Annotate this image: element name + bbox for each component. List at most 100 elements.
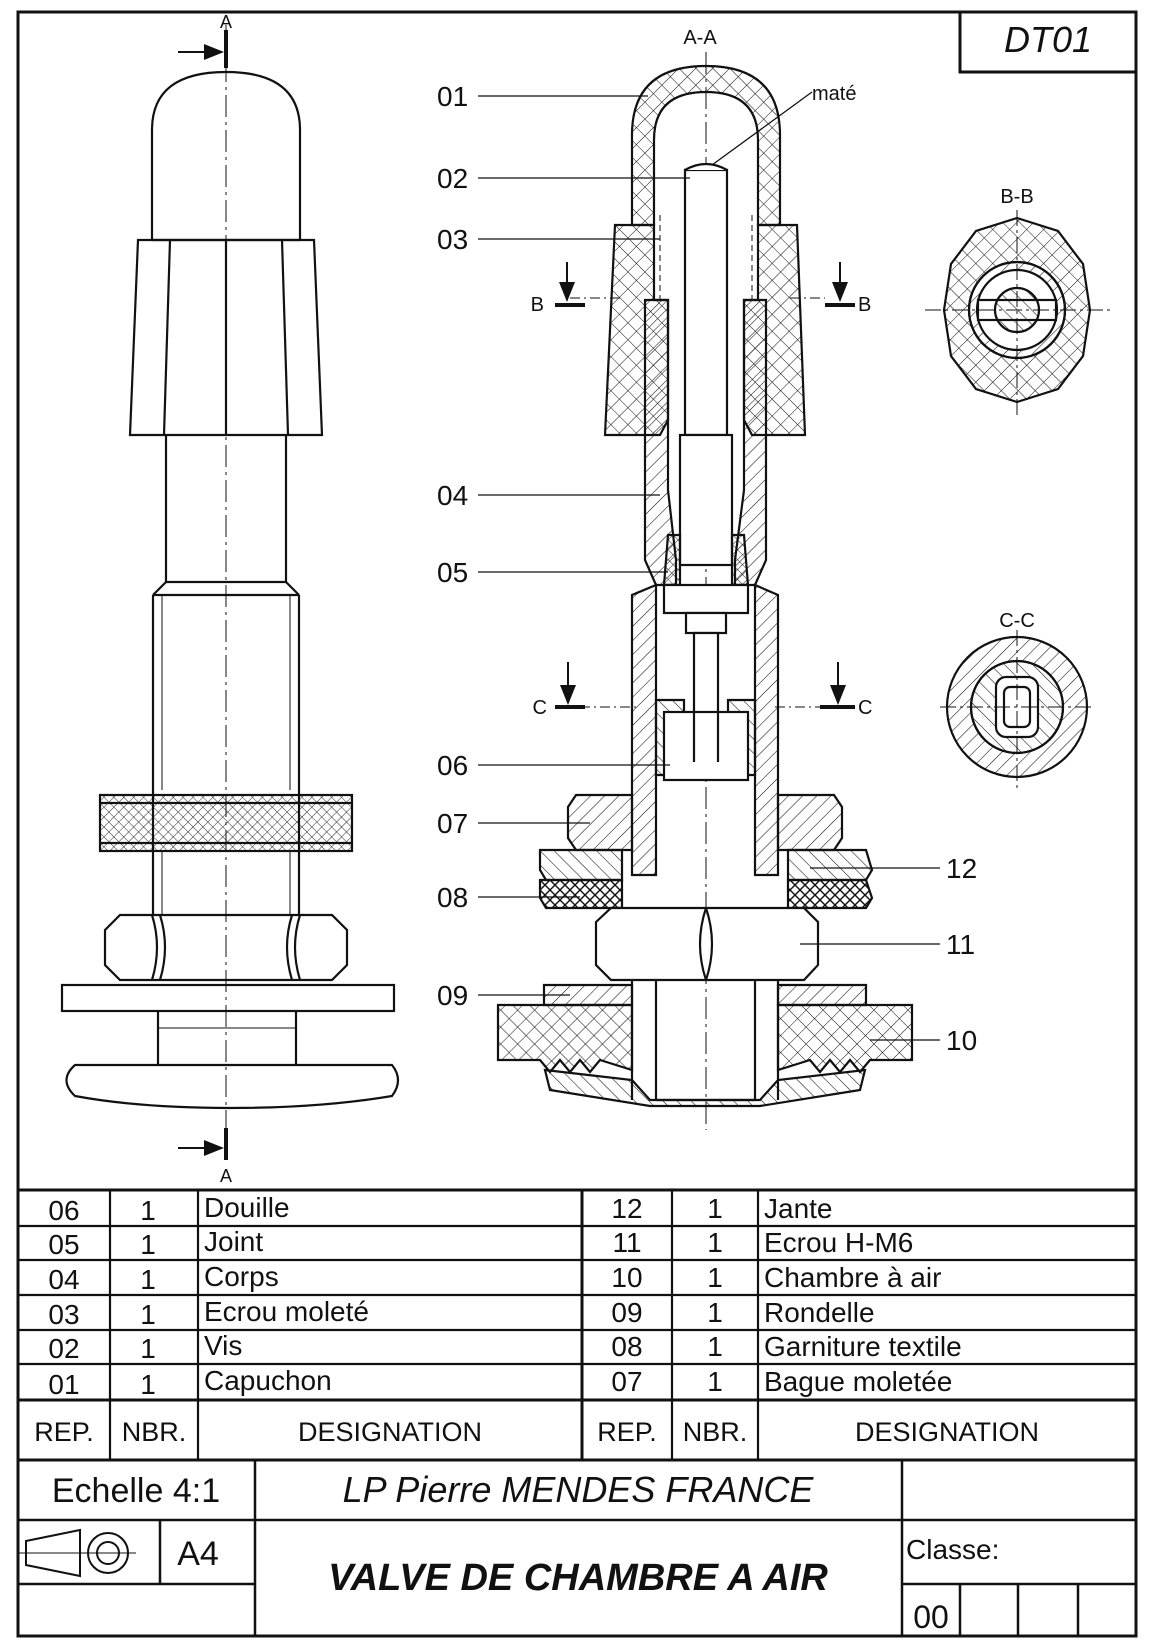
header-designation-right: DESIGNATION bbox=[855, 1417, 1039, 1447]
header-rep-left: REP. bbox=[34, 1417, 94, 1447]
callout-11: 11 bbox=[946, 929, 975, 960]
callout-02: 02 bbox=[437, 163, 468, 194]
part-nbr: 1 bbox=[140, 1299, 156, 1330]
callouts-right: 12 11 10 bbox=[946, 853, 977, 1056]
callout-07: 07 bbox=[437, 808, 468, 839]
header-designation-left: DESIGNATION bbox=[298, 1417, 482, 1447]
parts-list-header: REP. NBR. DESIGNATION REP. NBR. DESIGNAT… bbox=[34, 1417, 1039, 1447]
part-rep: 06 bbox=[48, 1195, 79, 1226]
header-nbr-right: NBR. bbox=[683, 1417, 748, 1447]
section-marker-a-bottom: A bbox=[178, 1128, 232, 1186]
part-nbr: 1 bbox=[707, 1193, 723, 1224]
part-rep: 11 bbox=[612, 1227, 641, 1258]
part-designation: Vis bbox=[204, 1330, 242, 1361]
part-tube-left bbox=[496, 1003, 634, 1074]
part-designation: Garniture textile bbox=[764, 1331, 962, 1362]
section-a-top-label: A bbox=[220, 12, 232, 32]
callout-06: 06 bbox=[437, 750, 468, 781]
part-designation: Rondelle bbox=[764, 1297, 875, 1328]
part-nbr: 1 bbox=[707, 1297, 723, 1328]
part-rim-right bbox=[786, 848, 874, 882]
callout-09: 09 bbox=[437, 980, 468, 1011]
section-b-left-label: B bbox=[531, 294, 544, 316]
part-screw bbox=[683, 168, 729, 437]
section-a-bottom-label: A bbox=[220, 1166, 232, 1186]
section-c-right-label: C bbox=[858, 697, 872, 719]
sheet-id-box: DT01 bbox=[958, 10, 1138, 74]
part-nbr: 1 bbox=[707, 1262, 723, 1293]
callout-04: 04 bbox=[437, 480, 468, 511]
section-marker-b bbox=[555, 262, 855, 307]
section-marker-c bbox=[555, 662, 855, 709]
part-nbr: 1 bbox=[140, 1264, 156, 1295]
part-designation: Jante bbox=[764, 1193, 833, 1224]
format-label: A4 bbox=[177, 1535, 219, 1573]
mate-annotation: maté bbox=[711, 83, 856, 166]
title-block bbox=[18, 1460, 1136, 1636]
part-cap bbox=[630, 64, 782, 227]
section-b-right-label: B bbox=[858, 294, 871, 316]
scale-label: Echelle 4:1 bbox=[52, 1472, 220, 1510]
part-tube-right bbox=[776, 1003, 914, 1074]
sheet-border bbox=[16, 10, 1138, 1638]
part-nbr: 1 bbox=[140, 1229, 156, 1260]
part-rep: 07 bbox=[611, 1366, 642, 1397]
parts-list-right-rows: 12 1 Jante 11 1 Ecrou H-M6 10 1 Chambre … bbox=[611, 1193, 961, 1397]
callout-12: 12 bbox=[946, 853, 977, 884]
part-nbr: 1 bbox=[707, 1227, 723, 1258]
part-textile-left bbox=[538, 878, 624, 910]
callouts-left: 01 02 03 04 05 06 07 08 09 bbox=[437, 81, 468, 1011]
part-designation: Douille bbox=[204, 1192, 290, 1223]
part-rep: 05 bbox=[48, 1229, 79, 1260]
class-label: Classe: bbox=[906, 1534, 999, 1565]
part-designation: Joint bbox=[204, 1226, 263, 1257]
header-rep-right: REP. bbox=[597, 1417, 657, 1447]
part-rep: 09 bbox=[611, 1297, 642, 1328]
callout-leaders bbox=[478, 95, 940, 1041]
part-designation: Chambre à air bbox=[764, 1262, 941, 1293]
part-rep: 02 bbox=[48, 1333, 79, 1364]
part-designation: Corps bbox=[204, 1261, 279, 1292]
section-view-a-a: A-A bbox=[496, 27, 914, 1130]
callout-10: 10 bbox=[946, 1025, 977, 1056]
number-label: 00 bbox=[913, 1599, 949, 1635]
part-rep: 03 bbox=[48, 1299, 79, 1330]
part-nbr: 1 bbox=[140, 1369, 156, 1400]
part-rep: 10 bbox=[611, 1262, 642, 1293]
part-joint bbox=[662, 533, 682, 587]
mate-label: maté bbox=[812, 83, 856, 105]
part-nbr: 1 bbox=[707, 1366, 723, 1397]
exterior-view bbox=[60, 25, 400, 1140]
part-designation: Ecrou moleté bbox=[204, 1296, 369, 1327]
part-nbr: 1 bbox=[140, 1195, 156, 1226]
part-nbr: 1 bbox=[140, 1333, 156, 1364]
part-rep: 08 bbox=[611, 1331, 642, 1362]
section-a-a-title: A-A bbox=[683, 27, 717, 49]
callout-05: 05 bbox=[437, 557, 468, 588]
parts-list bbox=[18, 1188, 1136, 1462]
section-view-c-c: C-C bbox=[940, 610, 1094, 790]
part-rep: 12 bbox=[611, 1193, 642, 1224]
school-label: LP Pierre MENDES FRANCE bbox=[343, 1469, 815, 1510]
part-hex-nut bbox=[594, 906, 820, 982]
section-view-b-b: B-B bbox=[925, 186, 1112, 418]
part-rep: 04 bbox=[48, 1264, 79, 1295]
part-rep: 01 bbox=[48, 1369, 79, 1400]
section-c-left-label: C bbox=[533, 697, 547, 719]
callout-01: 01 bbox=[437, 81, 468, 112]
part-ring-right bbox=[776, 793, 844, 852]
sheet-id: DT01 bbox=[1004, 19, 1092, 60]
drawing-title: VALVE DE CHAMBRE A AIR bbox=[328, 1557, 828, 1599]
part-textile-right bbox=[786, 878, 874, 910]
callout-08: 08 bbox=[437, 882, 468, 913]
section-marker-a-top: A bbox=[178, 12, 232, 68]
section-b-b-title: B-B bbox=[1000, 186, 1033, 208]
projection-symbol-icon bbox=[18, 1528, 136, 1578]
parts-list-left-rows: 06 1 Douille 05 1 Joint 04 1 Corps 03 1 … bbox=[48, 1192, 369, 1400]
part-designation: Capuchon bbox=[204, 1365, 332, 1396]
section-c-c-title: C-C bbox=[999, 610, 1035, 632]
part-nbr: 1 bbox=[707, 1331, 723, 1362]
header-nbr-left: NBR. bbox=[122, 1417, 187, 1447]
part-designation: Bague moletée bbox=[764, 1366, 952, 1397]
